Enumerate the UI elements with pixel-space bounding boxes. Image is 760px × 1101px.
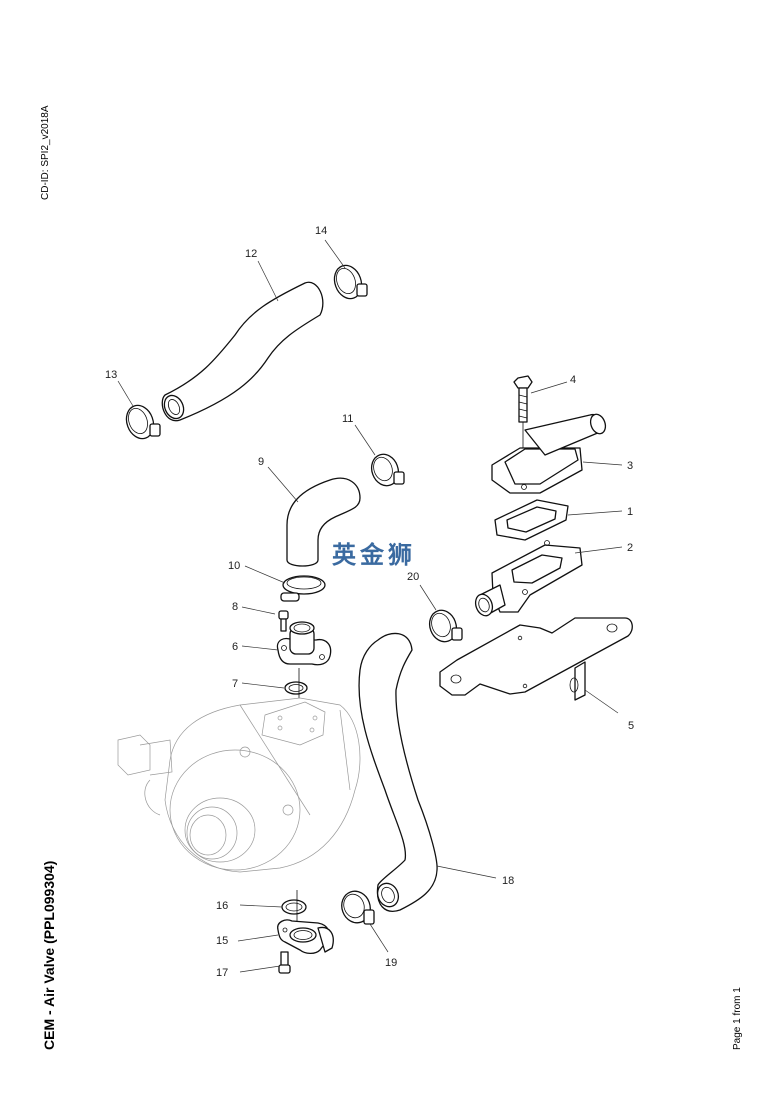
callout-14: 14 — [315, 225, 327, 237]
callout-2: 2 — [627, 542, 633, 554]
callout-10: 10 — [228, 560, 240, 572]
callout-15: 15 — [216, 935, 228, 947]
callout-17: 17 — [216, 967, 228, 979]
part-7-o-ring — [284, 681, 308, 695]
part-14-hose-clamp — [333, 264, 368, 300]
callout-6: 6 — [232, 641, 238, 653]
part-2-valve-housing — [474, 540, 583, 617]
callout-11: 11 — [342, 413, 353, 425]
part-4-bolt — [513, 375, 533, 423]
callout-18: 18 — [502, 875, 514, 887]
callout-4: 4 — [570, 374, 576, 386]
part-12-hose — [161, 281, 324, 422]
callout-9: 9 — [258, 456, 264, 468]
air-pump-body — [117, 697, 361, 873]
callout-3: 3 — [627, 460, 633, 472]
part-15-inlet-elbow — [277, 919, 334, 955]
part-17-screw — [278, 951, 291, 974]
part-6-outlet-flange — [276, 621, 332, 666]
part-9-elbow-hose — [286, 477, 361, 567]
part-8-screw — [278, 610, 289, 632]
part-1-valve-element — [494, 499, 569, 541]
callout-19: 19 — [385, 957, 397, 969]
part-18-long-hose — [358, 632, 438, 912]
callout-12: 12 — [245, 248, 257, 260]
callout-1: 1 — [627, 506, 633, 518]
callout-5: 5 — [628, 720, 634, 732]
callout-13: 13 — [105, 369, 117, 381]
part-20-hose-clamp — [428, 609, 463, 643]
part-11-hose-clamp — [370, 453, 405, 487]
part-5-mounting-bracket — [439, 617, 633, 701]
part-10-hose-clamp — [280, 575, 326, 602]
callout-7: 7 — [232, 678, 238, 690]
watermark-logo: 英金狮 — [332, 541, 416, 569]
part-3-valve-cover — [491, 413, 607, 494]
callout-20: 20 — [407, 571, 419, 583]
part-19-hose-clamp — [341, 890, 375, 925]
leader-lines — [117, 239, 623, 973]
part-13-hose-clamp — [125, 404, 161, 440]
callout-8: 8 — [232, 601, 238, 613]
part-16-o-ring — [281, 899, 307, 915]
callout-16: 16 — [216, 900, 228, 912]
